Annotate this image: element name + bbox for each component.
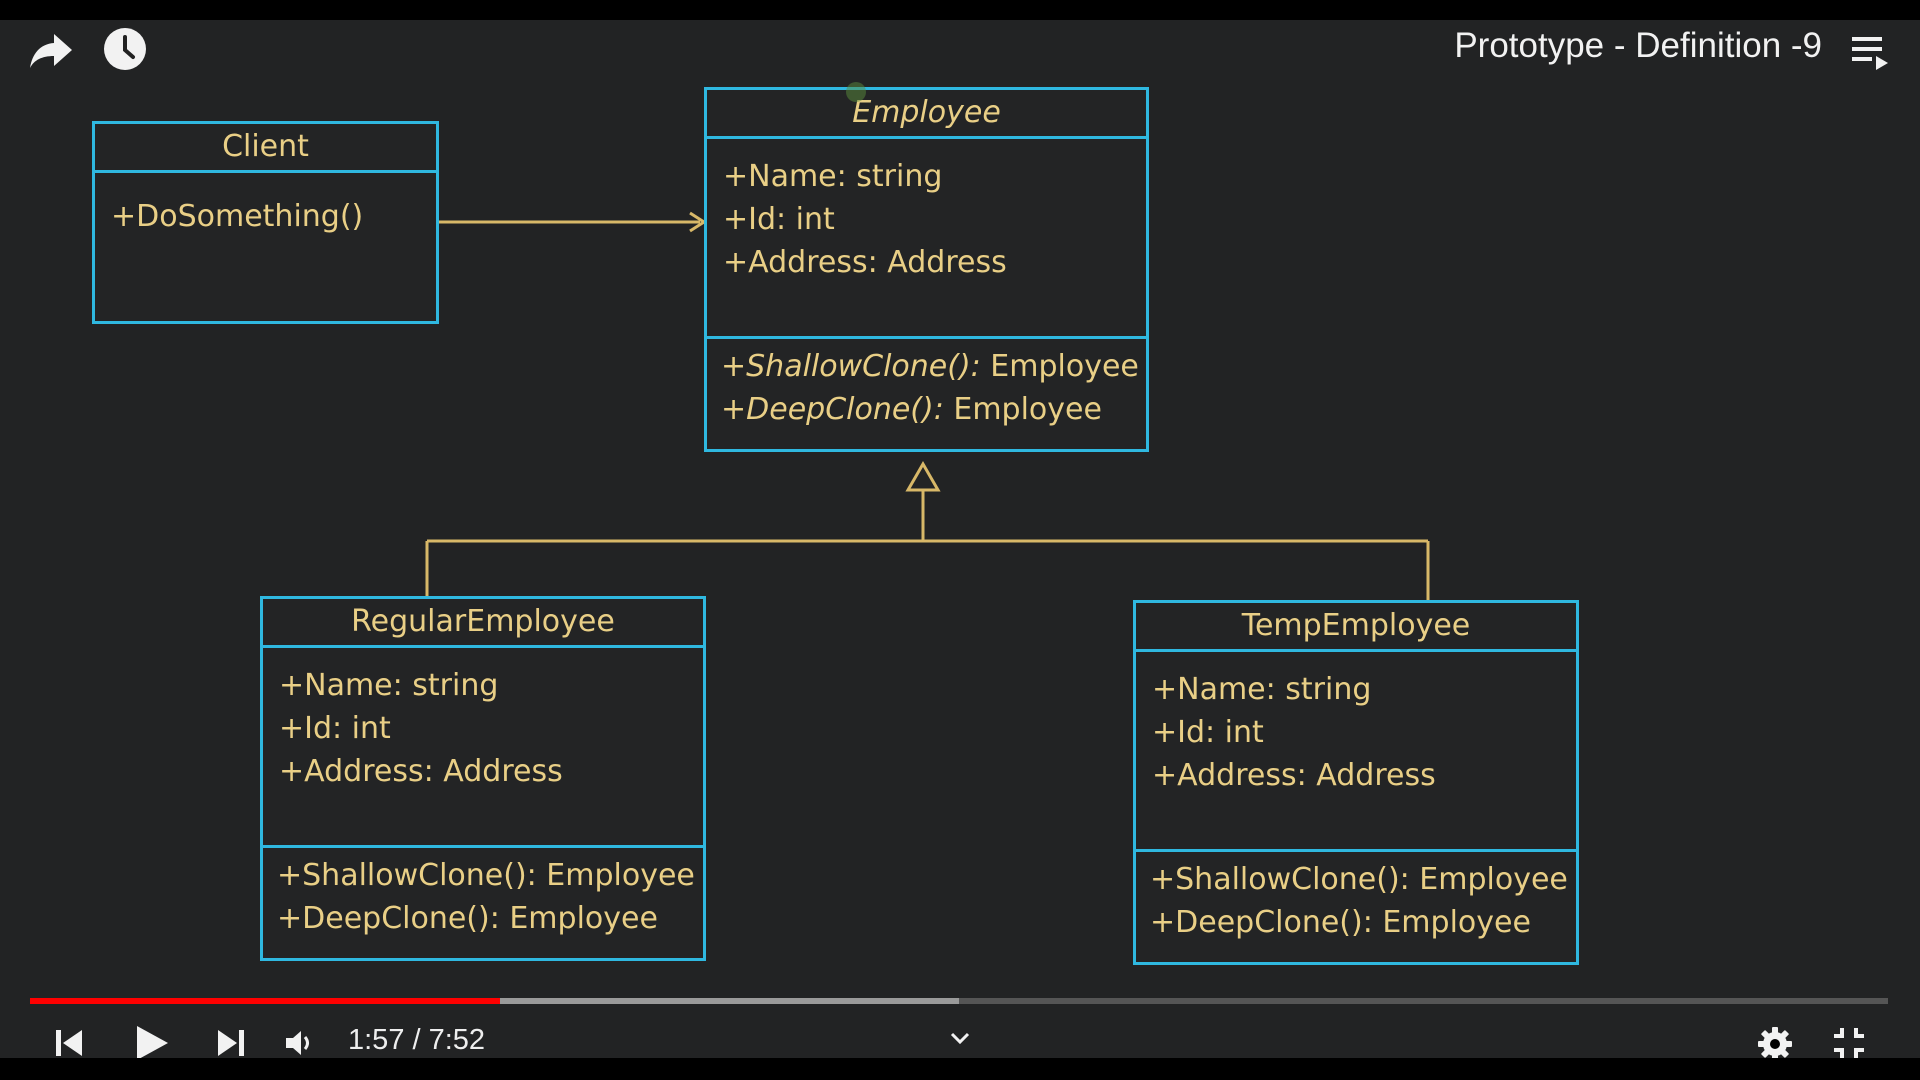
method: +DeepClone(): Employee <box>1150 905 1531 940</box>
letterbox-bottom <box>0 1058 1920 1080</box>
attribute: +Id: int <box>1152 715 1264 750</box>
share-icon[interactable] <box>28 28 74 72</box>
method: +ShallowClone(): Employee <box>277 858 695 893</box>
progress-bar[interactable] <box>30 998 1888 1004</box>
attribute: +Name: string <box>1152 672 1372 707</box>
attribute: +Id: int <box>279 711 391 746</box>
methods-section: +DoSomething() <box>95 173 436 248</box>
volume-icon[interactable] <box>284 1028 318 1058</box>
video-title[interactable]: Prototype - Definition -9 <box>1454 26 1822 65</box>
previous-icon[interactable] <box>54 1028 86 1058</box>
method: +ShallowClone(): Employee <box>721 345 1139 388</box>
attribute: +Address: Address <box>279 754 563 789</box>
class-name: Employee <box>707 90 1146 139</box>
method: +DoSomething() <box>111 199 364 234</box>
method: +ShallowClone(): Employee <box>1150 862 1568 897</box>
attributes-section: +Name: string +Id: int +Address: Address <box>1136 652 1576 852</box>
attribute: +Address: Address <box>723 245 1007 280</box>
method-signature: +DeepClone(): <box>721 392 944 427</box>
chevron-down-icon[interactable] <box>948 1030 972 1046</box>
method-return: Employee <box>943 392 1102 427</box>
attribute: +Address: Address <box>1152 758 1436 793</box>
methods-section: +ShallowClone(): Employee +DeepClone(): … <box>1136 852 1576 954</box>
class-name: TempEmployee <box>1136 603 1576 652</box>
attribute: +Name: string <box>279 668 499 703</box>
methods-section: +ShallowClone(): Employee +DeepClone(): … <box>263 848 703 950</box>
methods-section: +ShallowClone(): Employee +DeepClone(): … <box>707 339 1146 441</box>
playlist-icon[interactable] <box>1850 34 1890 72</box>
settings-icon[interactable] <box>1757 1026 1793 1062</box>
method-signature: +ShallowClone(): <box>721 349 981 384</box>
class-regular-employee: RegularEmployee +Name: string +Id: int +… <box>260 596 706 961</box>
time-display: 1:57 / 7:52 <box>348 1024 486 1056</box>
inheritance-triangle <box>905 460 941 492</box>
method: +DeepClone(): Employee <box>721 388 1130 431</box>
class-employee: Employee +Name: string +Id: int +Address… <box>704 87 1149 452</box>
class-temp-employee: TempEmployee +Name: string +Id: int +Add… <box>1133 600 1579 965</box>
attribute: +Name: string <box>723 159 943 194</box>
attributes-section: +Name: string +Id: int +Address: Address <box>707 139 1146 339</box>
next-icon[interactable] <box>214 1028 246 1058</box>
mouse-cursor <box>846 82 866 102</box>
method: +DeepClone(): Employee <box>277 901 658 936</box>
attribute: +Id: int <box>723 202 835 237</box>
watch-later-icon[interactable] <box>102 26 148 72</box>
play-icon[interactable] <box>134 1024 170 1062</box>
exit-fullscreen-icon[interactable] <box>1832 1026 1866 1060</box>
class-name: RegularEmployee <box>263 599 703 648</box>
played-bar <box>30 998 501 1004</box>
method-return: Employee <box>980 349 1139 384</box>
class-name: Client <box>95 124 436 173</box>
attributes-section: +Name: string +Id: int +Address: Address <box>263 648 703 848</box>
class-client: Client +DoSomething() <box>92 121 439 324</box>
